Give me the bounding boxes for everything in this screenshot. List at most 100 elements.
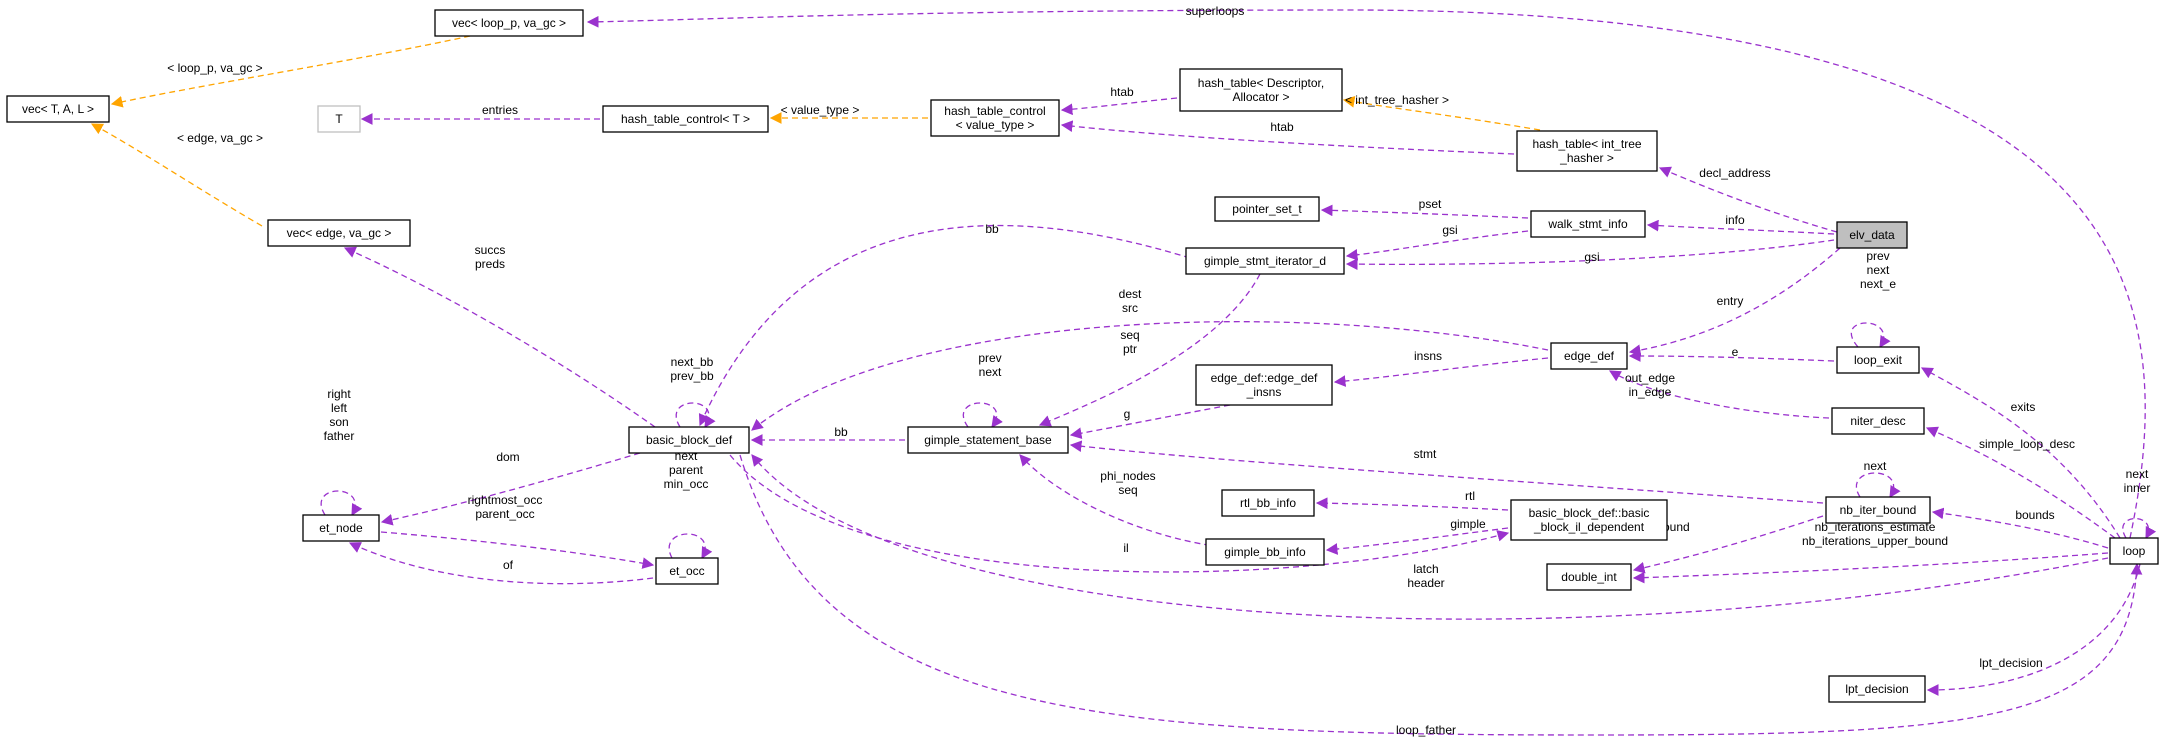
edge-et_occ-to-et_occ bbox=[668, 533, 713, 560]
edge-loop-to-nb_iter bbox=[1931, 507, 2109, 549]
node-box bbox=[1205, 538, 1325, 566]
node-gimple_bb[interactable]: gimple_bb_info bbox=[1205, 538, 1325, 566]
node-bb_il[interactable]: basic_block_def::basic_block_il_dependen… bbox=[1510, 499, 1668, 541]
node-gsi[interactable]: gimple_stmt_iterator_d bbox=[1185, 247, 1345, 275]
edge-walk-to-gsi bbox=[1345, 230, 1529, 261]
edge-label: decl_address bbox=[1699, 166, 1770, 180]
node-box bbox=[1836, 221, 1908, 249]
edge-label: parent bbox=[669, 463, 704, 477]
node-et_node[interactable]: et_node bbox=[302, 514, 380, 542]
node-label: vec< T, A, L > bbox=[22, 102, 94, 116]
node-rtl_bb[interactable]: rtl_bb_info bbox=[1221, 489, 1315, 517]
node-ht_desc[interactable]: hash_table< Descriptor,Allocator > bbox=[1179, 68, 1343, 112]
node-label: gimple_statement_base bbox=[924, 433, 1052, 447]
node-box bbox=[1185, 247, 1345, 275]
node-nb_iter[interactable]: nb_iter_bound bbox=[1825, 496, 1931, 524]
node-label: et_node bbox=[319, 521, 363, 535]
node-label: Allocator > bbox=[1232, 90, 1289, 104]
node-vec_TAL[interactable]: vec< T, A, L > bbox=[6, 95, 110, 123]
edge-bbd-to-vec_edge bbox=[343, 246, 656, 428]
node-loop_exit[interactable]: loop_exit bbox=[1836, 346, 1920, 374]
edge-label: insns bbox=[1414, 349, 1442, 363]
edge-loop-to-double_int bbox=[1632, 552, 2109, 584]
edge-label: < value_type > bbox=[781, 103, 860, 117]
node-vec_loop_p[interactable]: vec< loop_p, va_gc > bbox=[434, 9, 584, 37]
node-et_occ[interactable]: et_occ bbox=[655, 557, 719, 585]
node-box bbox=[1179, 68, 1343, 112]
edge-label: next bbox=[1867, 263, 1890, 277]
node-label: T bbox=[335, 112, 343, 126]
edge-label: pset bbox=[1419, 197, 1442, 211]
node-label: loop_exit bbox=[1854, 353, 1903, 367]
edge-bb_il-to-rtl_bb bbox=[1315, 497, 1509, 511]
node-ht_int[interactable]: hash_table< int_tree_hasher > bbox=[1516, 130, 1658, 172]
edge-label: header bbox=[1407, 576, 1444, 590]
node-label: hash_table_control bbox=[944, 104, 1045, 118]
node-box bbox=[267, 219, 411, 247]
edge-label: parent_occ bbox=[475, 507, 534, 521]
edge-gimple_bb-to-gsb bbox=[1019, 454, 1231, 549]
edge-label: next_e bbox=[1860, 277, 1896, 291]
edge-label: htab bbox=[1110, 85, 1134, 99]
edge-label: entry bbox=[1717, 294, 1744, 308]
node-niter[interactable]: niter_desc bbox=[1831, 407, 1925, 435]
node-vec_edge[interactable]: vec< edge, va_gc > bbox=[267, 219, 411, 247]
node-box bbox=[907, 426, 1069, 454]
node-double_int[interactable]: double_int bbox=[1546, 563, 1632, 591]
edge-label: rightmost_occ bbox=[468, 493, 543, 507]
node-label: et_occ bbox=[669, 564, 704, 578]
node-box bbox=[1831, 407, 1925, 435]
edge-label: inner bbox=[2124, 481, 2151, 495]
edge-label: loop_father bbox=[1396, 723, 1456, 737]
node-box bbox=[655, 557, 719, 585]
edge-label: out_edge bbox=[1625, 371, 1675, 385]
edge-label: gsi bbox=[1442, 223, 1457, 237]
edge-label: ptr bbox=[1123, 342, 1137, 356]
node-edge_def[interactable]: edge_def bbox=[1550, 342, 1628, 370]
edge-gsi-to-gsb bbox=[1038, 273, 1261, 427]
node-pset[interactable]: pointer_set_t bbox=[1214, 196, 1320, 222]
edge-label: in_edge bbox=[1629, 385, 1672, 399]
node-lpt[interactable]: lpt_decision bbox=[1828, 675, 1926, 703]
edge-elv-to-walk bbox=[1646, 219, 1835, 235]
edge-label: seq bbox=[1118, 483, 1137, 497]
node-walk[interactable]: walk_stmt_info bbox=[1530, 210, 1646, 238]
node-label: loop bbox=[2123, 544, 2146, 558]
node-T[interactable]: T bbox=[317, 105, 361, 133]
node-label: basic_block_def bbox=[646, 433, 733, 447]
node-box bbox=[317, 105, 361, 133]
node-htc_vt[interactable]: hash_table_control< value_type > bbox=[930, 99, 1060, 137]
node-label: basic_block_def::basic bbox=[1529, 506, 1650, 520]
node-box bbox=[1550, 342, 1628, 370]
edge-label: nb_iterations_upper_bound bbox=[1802, 534, 1948, 548]
edge-label: min_occ bbox=[664, 477, 709, 491]
node-label: vec< edge, va_gc > bbox=[287, 226, 392, 240]
node-elv[interactable]: elv_data bbox=[1836, 221, 1908, 249]
node-label: < value_type > bbox=[956, 118, 1035, 132]
edge-label: prev bbox=[978, 351, 1001, 365]
node-label: lpt_decision bbox=[1845, 682, 1908, 696]
node-bbd[interactable]: basic_block_def bbox=[628, 426, 750, 454]
edge-ht_int-to-ht_desc bbox=[1342, 96, 1541, 131]
edge-label: of bbox=[503, 558, 514, 572]
node-box bbox=[1825, 496, 1931, 524]
node-box bbox=[930, 99, 1060, 137]
edge-label: htab bbox=[1270, 120, 1294, 134]
edge-label: g bbox=[1124, 407, 1131, 421]
node-htc_T[interactable]: hash_table_control< T > bbox=[602, 105, 769, 133]
node-loop[interactable]: loop bbox=[2109, 537, 2159, 565]
node-label: _insns bbox=[1246, 385, 1282, 399]
node-box bbox=[434, 9, 584, 37]
node-label: double_int bbox=[1561, 570, 1617, 584]
edge-label: latch bbox=[1413, 562, 1438, 576]
edge-bbd-to-bb_il bbox=[729, 454, 1510, 573]
edge-label: bounds bbox=[2015, 508, 2054, 522]
node-label: nb_iter_bound bbox=[1840, 503, 1917, 517]
edge-label: entries bbox=[482, 103, 518, 117]
node-ed_insns[interactable]: edge_def::edge_def_insns bbox=[1195, 364, 1333, 406]
edge-et_occ-to-et_node bbox=[348, 542, 654, 585]
edge-label: rtl bbox=[1465, 489, 1475, 503]
node-gsb[interactable]: gimple_statement_base bbox=[907, 426, 1069, 454]
node-label: gimple_stmt_iterator_d bbox=[1204, 254, 1326, 268]
